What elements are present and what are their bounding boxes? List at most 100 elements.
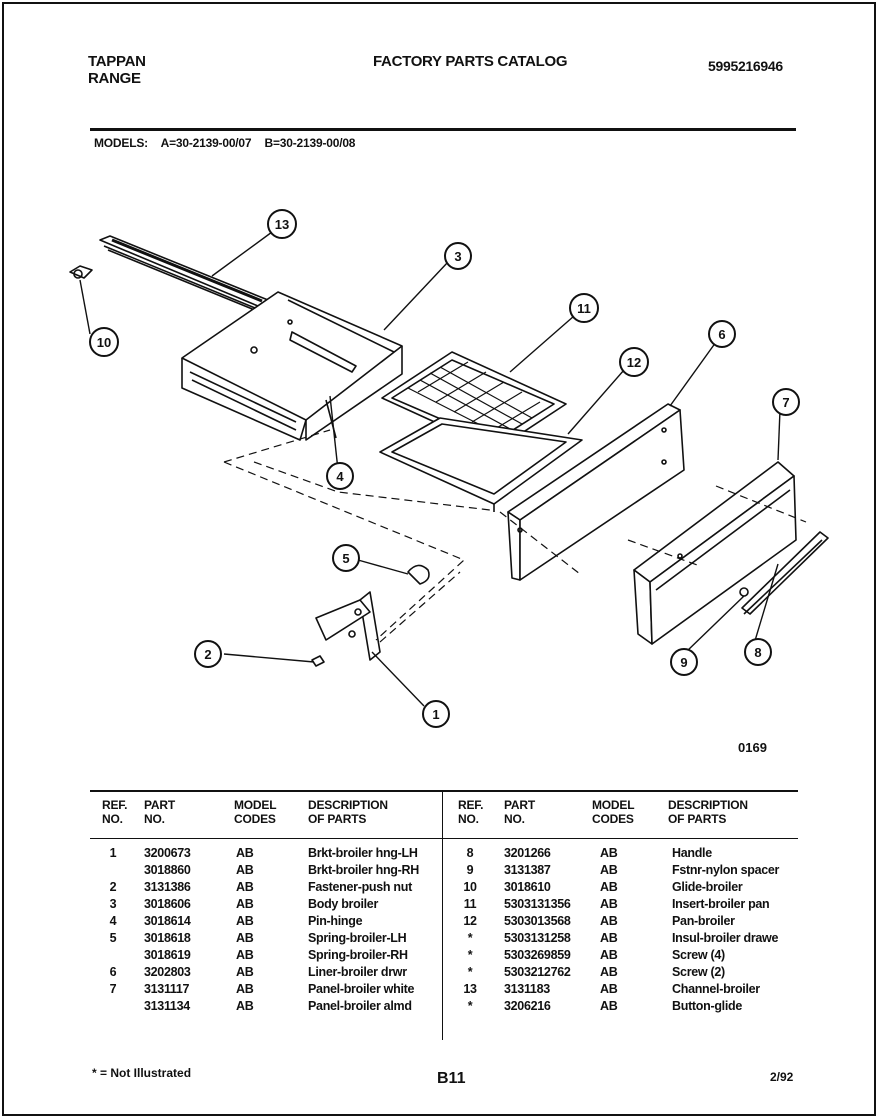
callout-6: 6	[708, 320, 736, 348]
header-rule	[90, 128, 796, 131]
description-cell: Brkt-broiler hng-RH	[308, 863, 419, 877]
part-no-cell: 3018618	[144, 931, 191, 945]
table-column-divider	[442, 790, 443, 1040]
description-cell: Fastener-push nut	[308, 880, 412, 894]
part-no-cell: 3131387	[504, 863, 551, 877]
model-code-cell: AB	[236, 931, 254, 945]
glide-broiler-drawing	[69, 265, 93, 279]
table-top-rule	[90, 790, 798, 792]
svg-text:13: 13	[275, 217, 289, 232]
part-no-cell: 3131117	[144, 982, 190, 996]
ref-no-cell: 3	[109, 897, 117, 911]
part-no-cell: 3131134	[144, 999, 190, 1013]
callout-9: 9	[670, 648, 698, 676]
part-no-cell: 3202803	[144, 965, 191, 979]
svg-text:10: 10	[97, 335, 111, 350]
insert-broiler-pan-drawing	[381, 351, 567, 451]
description-cell: Button-glide	[672, 999, 742, 1013]
table-header-rule	[90, 838, 798, 839]
description-cell: Handle	[672, 846, 712, 860]
part-no-cell: 3018610	[504, 880, 551, 894]
callout-3: 3	[444, 242, 472, 270]
part-no-cell: 3018860	[144, 863, 191, 877]
description-cell: Body broiler	[308, 897, 379, 911]
channel-broiler-drawing	[99, 235, 269, 314]
exploded-parts-diagram: 13 10 3 11 12 6 7 4 5 2 1 9 8	[69, 209, 829, 728]
model-code-cell: AB	[600, 880, 618, 894]
handle-drawing	[741, 531, 829, 615]
svg-text:5: 5	[342, 551, 349, 566]
svg-text:7: 7	[782, 395, 789, 410]
part-no-cell: 3131183	[504, 982, 550, 996]
description-cell: Panel-broiler white	[308, 982, 415, 996]
description-cell: Pin-hinge	[308, 914, 363, 928]
svg-text:1: 1	[432, 707, 439, 722]
pan-broiler-drawing	[379, 417, 583, 512]
part-no-cell: 5303013568	[504, 914, 571, 928]
part-no-cell: 5303131356	[504, 897, 571, 911]
body-broiler-drawing	[181, 291, 403, 441]
description-cell: Insert-broiler pan	[672, 897, 770, 911]
callout-10: 10	[89, 327, 119, 357]
description-cell: Insul-broiler drawe	[672, 931, 779, 945]
not-illustrated-note: * = Not Illustrated	[92, 1066, 192, 1080]
ref-no-cell: 9	[466, 863, 474, 877]
model-code-cell: AB	[600, 982, 618, 996]
liner-broiler-drawer-drawing	[507, 403, 685, 581]
model-code-cell: AB	[236, 948, 254, 962]
callout-8: 8	[744, 638, 772, 666]
svg-text:11: 11	[577, 301, 591, 316]
hinge-bracket-drawing	[315, 591, 381, 661]
callout-12: 12	[619, 347, 649, 377]
model-code-cell: AB	[236, 965, 254, 979]
brand-block: TAPPAN RANGE	[88, 53, 146, 87]
callout-4: 4	[326, 462, 354, 490]
page-number: B11	[437, 1070, 466, 1087]
model-code-cell: AB	[236, 863, 254, 877]
description-cell: Liner-broiler drwr	[308, 965, 407, 979]
ref-no-cell: *	[467, 931, 473, 945]
models-line: MODELS: A=30-2139-00/07 B=30-2139-00/08	[94, 136, 365, 150]
callout-5: 5	[332, 544, 360, 572]
callout-11: 11	[569, 293, 599, 323]
model-code-cell: AB	[600, 948, 618, 962]
svg-text:3: 3	[454, 249, 461, 264]
description-cell: Panel-broiler almd	[308, 999, 412, 1013]
callout-1: 1	[422, 700, 450, 728]
callout-2: 2	[194, 640, 222, 668]
ref-no-cell: 2	[109, 880, 117, 894]
model-code-cell: AB	[600, 931, 618, 945]
description-cell: Spring-broiler-RH	[308, 948, 408, 962]
models-label: MODELS:	[94, 136, 148, 150]
part-no-cell: 5303131258	[504, 931, 571, 945]
part-no-cell: 3018606	[144, 897, 191, 911]
model-code-cell: AB	[600, 999, 618, 1013]
ref-no-cell: 7	[109, 982, 117, 996]
callout-13: 13	[267, 209, 297, 239]
description-cell: Screw (4)	[672, 948, 725, 962]
description-cell: Channel-broiler	[672, 982, 760, 996]
description-cell: Screw (2)	[672, 965, 725, 979]
ref-no-cell: 12	[463, 914, 477, 928]
catalog-title: FACTORY PARTS CATALOG	[373, 53, 568, 70]
ref-no-cell: 8	[466, 846, 474, 860]
